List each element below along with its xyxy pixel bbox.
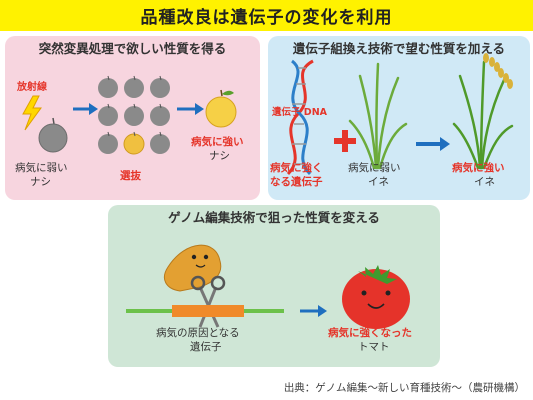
result-label-2: トマト [358, 341, 390, 353]
tomato-icon [342, 265, 410, 329]
gene-label-1: 病気に強く [270, 162, 323, 174]
lightning-icon [22, 95, 42, 131]
arrow-to-tomato [300, 305, 327, 317]
dna-helix-icon [286, 59, 314, 176]
dna-label: 遺伝子 DNA [272, 107, 327, 118]
gene-label-2: なる遺伝子 [270, 176, 323, 188]
mutation-panel-title: 突然変異処理で欲しい性質を得る [38, 41, 227, 56]
genome-editing-panel: ゲノム編集技術で狙った性質を変える [108, 205, 440, 367]
weak-rice-label-1: 病気に弱い [348, 162, 401, 174]
result-label-1: 病気に強くなった [328, 327, 412, 339]
pear-grid [98, 75, 170, 155]
gray-pear-original [38, 117, 68, 153]
recombination-panel-title: 遺伝子組換え技術で望む性質を加える [292, 41, 506, 56]
recombination-illustration [286, 53, 514, 176]
cause-gene-label-1: 病気の原因となる [156, 327, 240, 339]
rice-plant-strong [452, 60, 514, 170]
strong-rice-label-2: イネ [474, 176, 495, 188]
plus-icon [334, 130, 356, 152]
rice-plant-weak [348, 62, 408, 170]
arrow-to-grid [73, 103, 98, 115]
title-banner: 品種改良は遺伝子の変化を利用 [0, 0, 533, 31]
recombination-panel: 遺伝子組換え技術で望む性質を加える [268, 36, 530, 200]
mutation-illustration [22, 75, 237, 155]
arrow-to-strong-rice [416, 137, 450, 151]
cause-gene-label-2: 遺伝子 [190, 341, 222, 353]
weak-rice-label-2: イネ [368, 176, 389, 188]
genome-editing-panel-title: ゲノム編集技術で狙った性質を変える [168, 210, 380, 225]
page-title: 品種改良は遺伝子の変化を利用 [140, 8, 393, 28]
rice-grain-icon [483, 53, 513, 89]
source-citation: 出典：ゲノム編集～新しい育種技術～（農研機構） [283, 382, 525, 394]
strong-pear-label-2: ナシ [209, 150, 230, 162]
weak-pear-label-1: 病気に弱い [15, 162, 68, 174]
genome-editing-illustration [126, 244, 410, 329]
strong-pear-label-1: 病気に強い [191, 136, 244, 148]
mutation-panel: 突然変異処理で欲しい性質を得る [5, 36, 260, 200]
weak-pear-label-2: ナシ [30, 176, 51, 188]
selection-label: 選抜 [120, 170, 141, 182]
radiation-label: 放射線 [17, 82, 47, 93]
arrow-to-selected [177, 103, 204, 115]
gene-strand [126, 305, 284, 317]
strong-rice-label-1: 病気に強い [452, 162, 505, 174]
yellow-pear-selected [205, 89, 237, 128]
